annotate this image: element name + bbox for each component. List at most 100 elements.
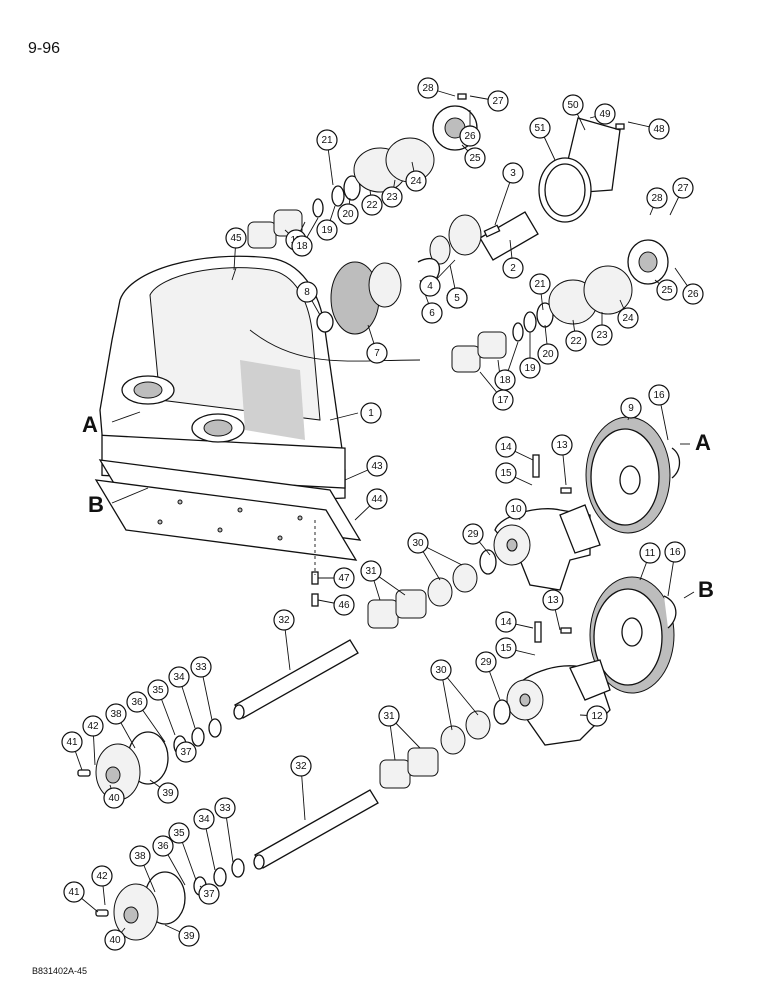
callout-label: 29 [467,529,479,540]
callout-label: 25 [469,153,481,164]
callout-18: 18 [291,235,313,257]
callout-label: 28 [422,83,434,94]
callout-label: 3 [510,168,516,179]
callout-40: 40 [104,929,126,951]
callout-label: 8 [304,287,310,298]
callout-label: 29 [480,657,492,668]
callout-label: 23 [596,330,608,341]
callout-27: 27 [672,177,694,199]
callout-label: 31 [365,566,377,577]
callout-label: 19 [524,363,536,374]
callout-label: 33 [195,662,207,673]
callout-33: 33 [214,797,236,819]
callout-label: 15 [500,468,512,479]
callout-36: 36 [126,691,148,713]
callout-label: 37 [180,747,192,758]
callout-15: 15 [495,462,517,484]
section-marker-b-right: B [698,577,714,602]
callout-3: 3 [502,162,524,184]
callout-41: 41 [61,731,83,753]
callout-23: 23 [591,324,613,346]
callout-label: 9 [628,403,634,414]
callout-label: 24 [410,176,422,187]
callout-40: 40 [103,787,125,809]
callout-51: 51 [529,117,551,139]
section-marker-b: B [88,492,104,517]
callout-label: 40 [109,935,121,946]
callout-label: 49 [599,109,611,120]
callout-label: 22 [570,336,582,347]
callout-39: 39 [178,925,200,947]
callout-19: 19 [519,357,541,379]
callout-23: 23 [381,186,403,208]
callout-label: 43 [371,461,383,472]
callout-label: 39 [183,931,195,942]
callout-label: 15 [500,643,512,654]
callout-12: 12 [586,705,608,727]
callout-44: 44 [366,488,388,510]
callout-label: 5 [454,293,460,304]
callout-14: 14 [495,611,517,633]
callout-label: 12 [591,711,603,722]
callout-label: 26 [464,131,476,142]
callout-label: 21 [321,135,333,146]
callout-28: 28 [417,77,439,99]
callout-label: 30 [435,665,447,676]
gear-9 [585,416,681,534]
callout-bubbles: 1234456789101112131314141515161617171818… [61,77,704,951]
callout-50: 50 [562,94,584,116]
shaft-32-lower [253,789,379,870]
callout-18: 18 [494,369,516,391]
callout-label: 13 [556,440,568,451]
upper-shaft-group [247,105,669,373]
callout-label: 35 [173,828,185,839]
callout-16: 16 [648,384,670,406]
callout-35: 35 [168,822,190,844]
callout-6: 6 [421,302,443,324]
callout-5: 5 [446,287,468,309]
callout-label: 27 [677,183,689,194]
crank-arm-12 [506,659,611,746]
callout-24: 24 [617,307,639,329]
callout-2: 2 [502,257,524,279]
gear-11 [589,576,677,694]
callout-35: 35 [147,679,169,701]
callout-label: 20 [542,349,554,360]
callout-37: 37 [175,741,197,763]
callout-34: 34 [193,808,215,830]
page-number: 9-96 [28,40,61,57]
callout-11: 11 [639,542,661,564]
callout-label: 41 [68,887,80,898]
callout-17: 17 [492,389,514,411]
callout-21: 21 [529,273,551,295]
callout-label: 18 [296,241,308,252]
callout-label: 34 [173,672,185,683]
callout-label: 47 [338,573,350,584]
callout-21: 21 [316,129,338,151]
callout-4: 4 [419,275,441,297]
callout-37: 37 [198,883,220,905]
callout-7: 7 [366,342,388,364]
callout-label: 50 [567,100,579,111]
callout-label: 46 [338,600,350,611]
crank-arm-10 [493,504,601,591]
gasket-plates [94,459,362,561]
callout-label: 19 [321,225,333,236]
gearbox-housing [99,255,421,501]
callout-label: 28 [651,193,663,204]
callout-label: 14 [500,442,512,453]
callout-30: 30 [407,532,429,554]
callout-29: 29 [462,523,484,545]
callout-22: 22 [565,330,587,352]
callout-13: 13 [542,589,564,611]
callout-label: 2 [510,263,516,274]
callout-20: 20 [337,203,359,225]
callout-31: 31 [378,705,400,727]
callout-label: 20 [342,209,354,220]
callout-20: 20 [537,343,559,365]
callout-label: 38 [110,709,122,720]
callout-30: 30 [430,659,452,681]
callout-label: 51 [534,123,546,134]
callout-label: 35 [152,685,164,696]
callout-27: 27 [487,90,509,112]
